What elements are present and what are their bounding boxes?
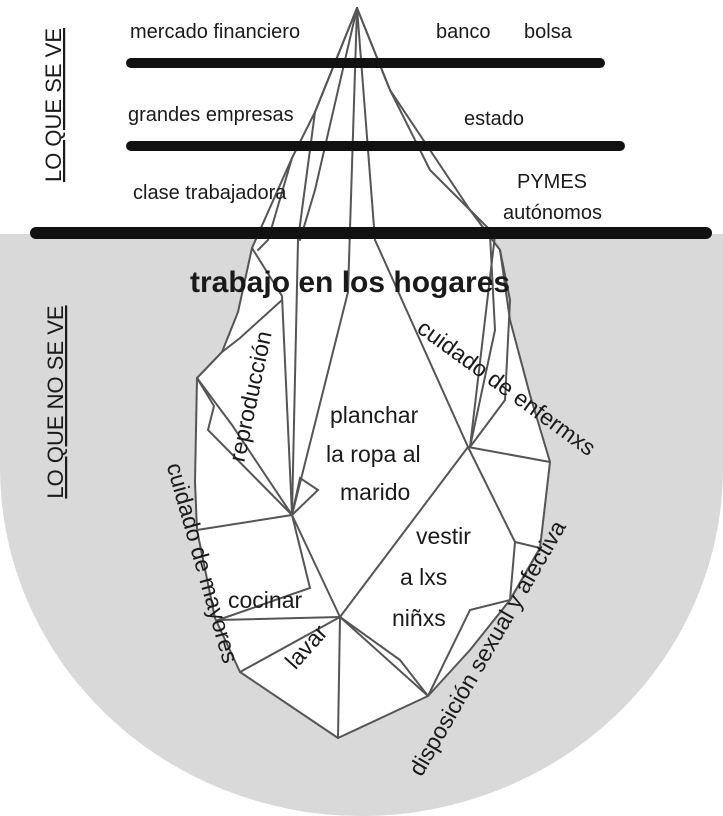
label-planchar-2: la ropa al bbox=[326, 441, 421, 467]
side-label-visible: LO QUE SE VE bbox=[41, 28, 66, 182]
label-autonomos: autónomos bbox=[503, 202, 602, 224]
iceberg-facets bbox=[196, 7, 551, 739]
label-cocinar: cocinar bbox=[228, 587, 302, 613]
label-estado: estado bbox=[464, 108, 524, 130]
label-trabajo-hogares: trabajo en los hogares bbox=[190, 266, 510, 299]
label-banco: banco bbox=[436, 21, 491, 43]
label-vestir-3: niñxs bbox=[392, 605, 446, 631]
label-grandes-empresas: grandes empresas bbox=[128, 104, 294, 126]
label-bolsa: bolsa bbox=[524, 21, 573, 43]
label-pymes: PYMES bbox=[517, 171, 587, 193]
label-planchar-3: marido bbox=[340, 479, 410, 505]
label-planchar-1: planchar bbox=[330, 402, 419, 428]
side-label-hidden: LO QUE NO SE VE bbox=[43, 305, 68, 498]
label-vestir-2: a lxs bbox=[400, 564, 447, 590]
label-clase-trabajadora: clase trabajadora bbox=[133, 182, 287, 204]
label-vestir-1: vestir bbox=[416, 523, 471, 549]
label-mercado-financiero: mercado financiero bbox=[130, 21, 300, 43]
